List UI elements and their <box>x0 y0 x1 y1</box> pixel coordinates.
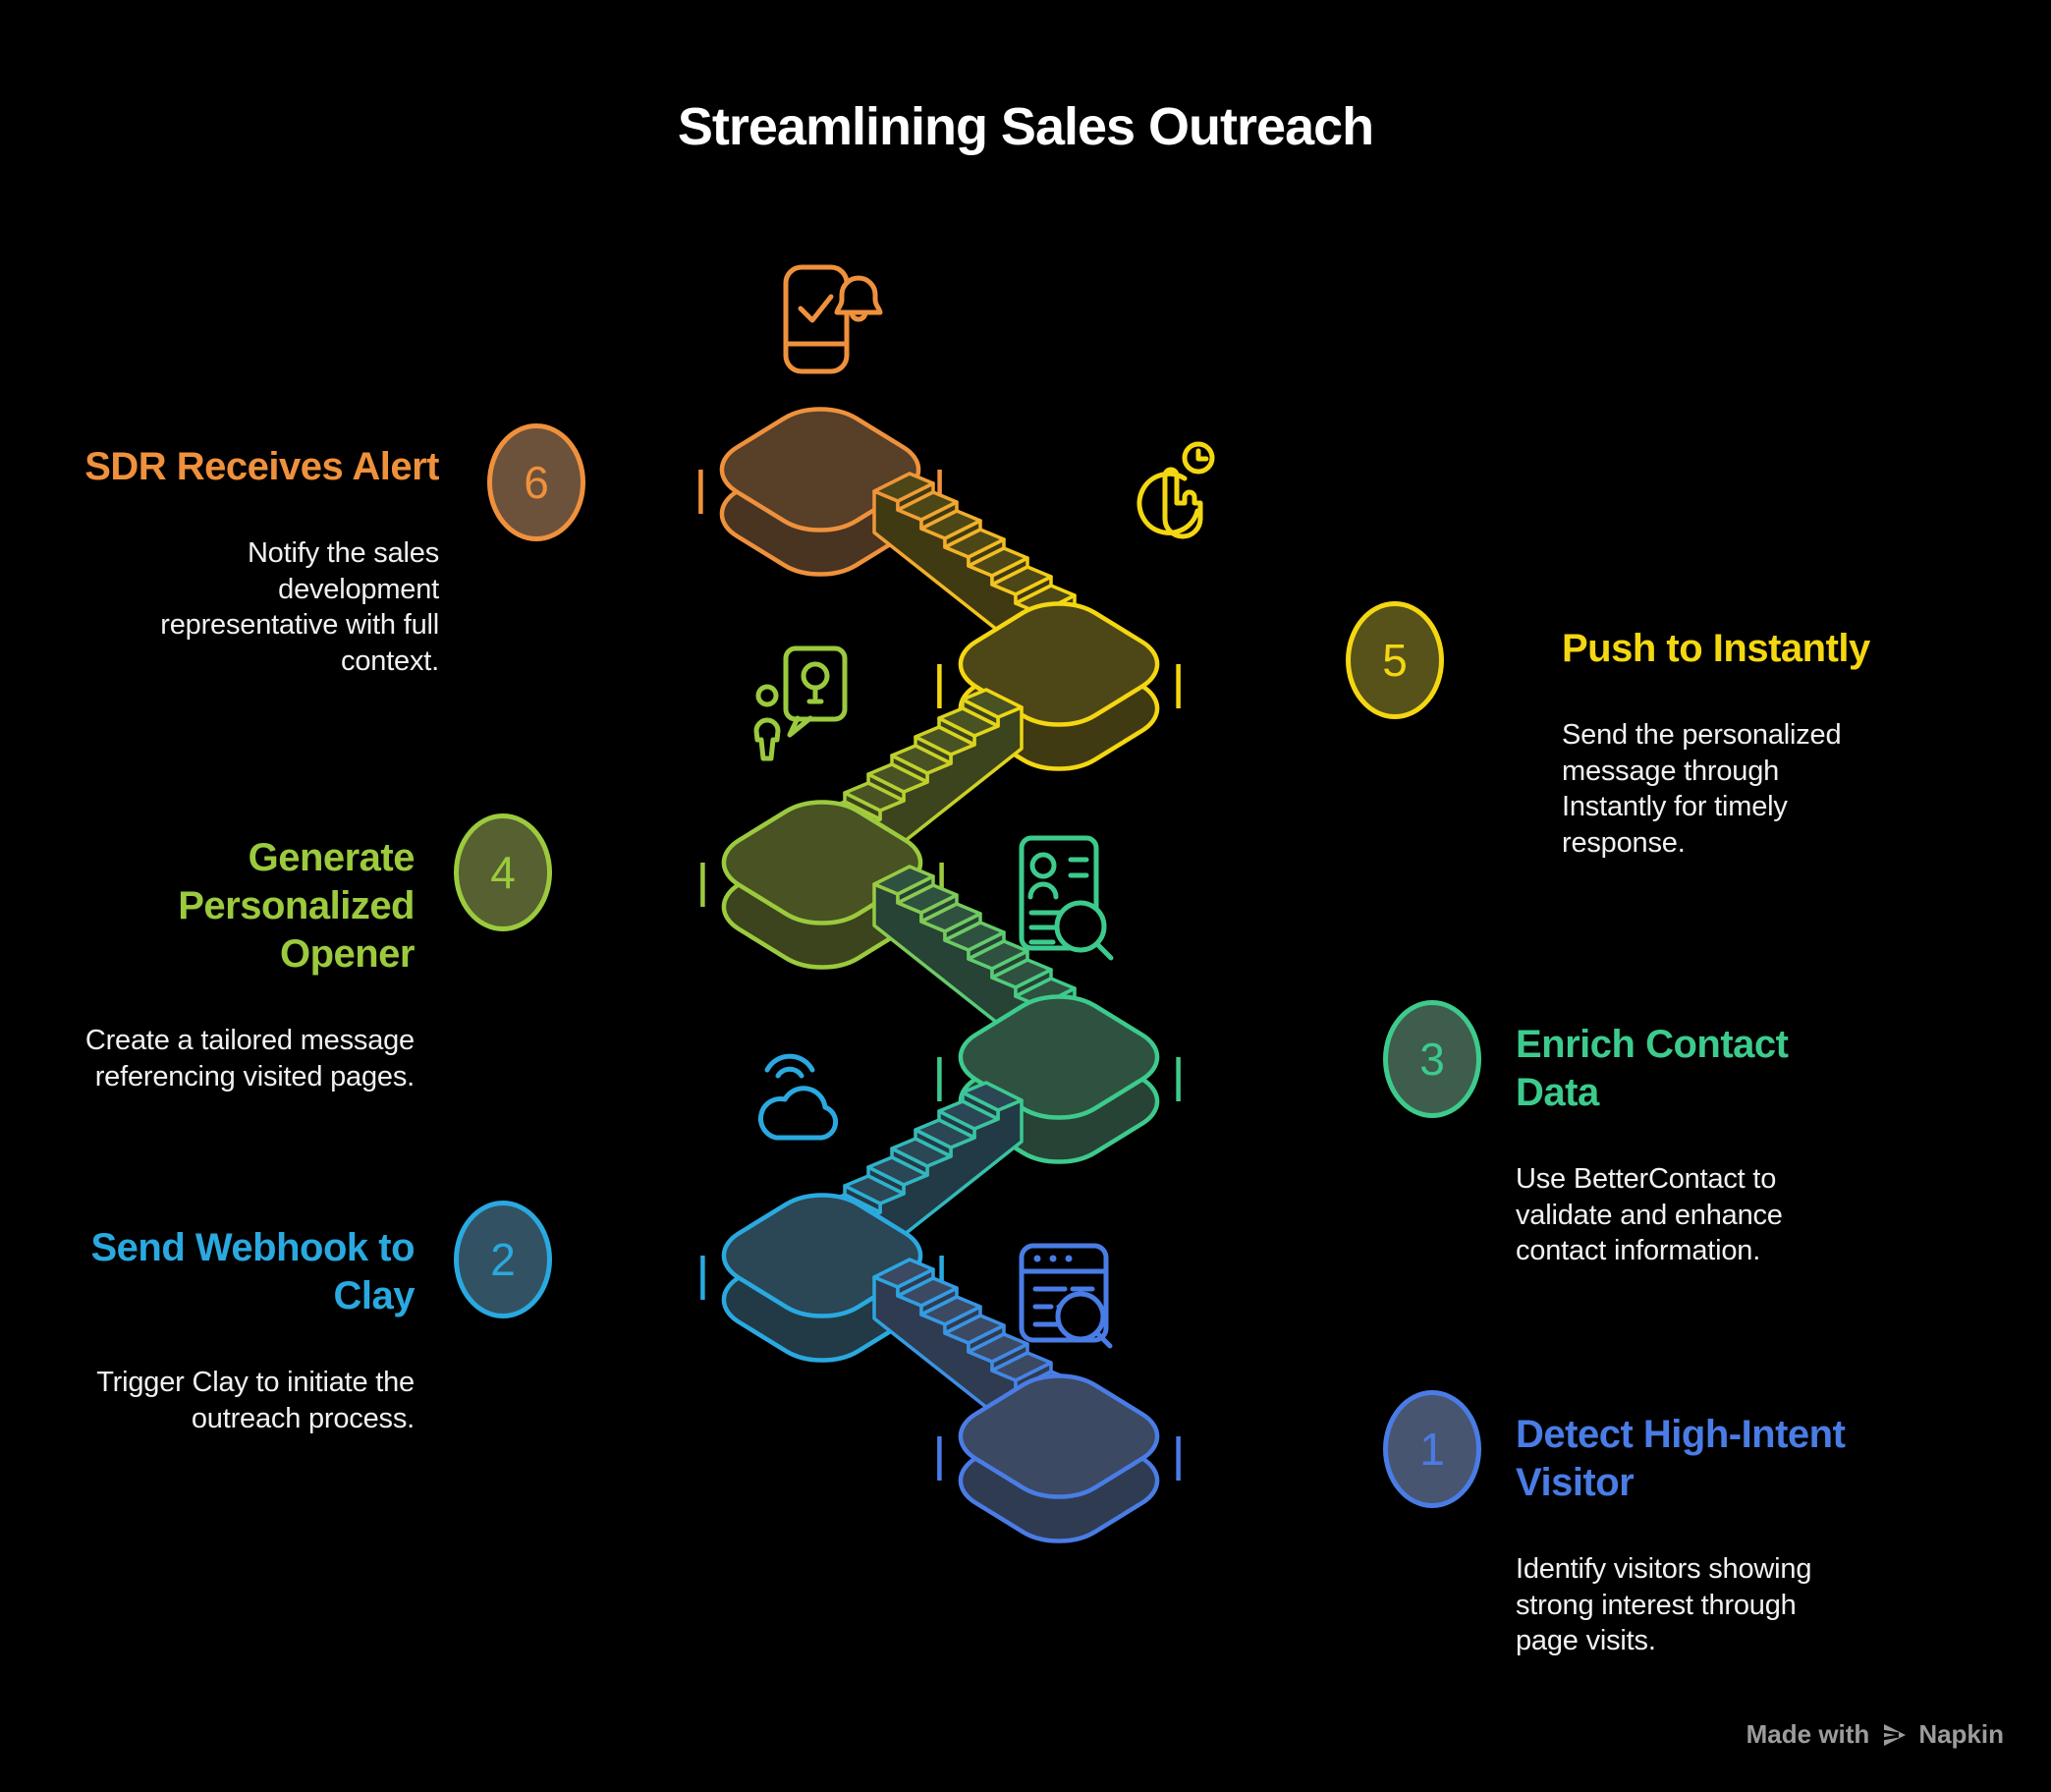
step-3-badge: 3 <box>1383 1000 1481 1118</box>
step-6-title: SDR Receives Alert <box>84 445 439 488</box>
step-6-text: SDR Receives Alert Notify the sales deve… <box>84 425 439 697</box>
step-6-description: Notify the sales development representat… <box>160 537 439 677</box>
step-5-description: Send the personalized message through In… <box>1562 719 1842 859</box>
step-3-text: Enrich Contact Data Use BetterContact to… <box>1516 1003 1789 1287</box>
made-with-label: Made with <box>1746 1719 1870 1749</box>
stairs-6-to-5 <box>872 472 1077 665</box>
step-3-title: Enrich Contact Data <box>1516 1023 1789 1114</box>
step-2-text: Send Webhook to Clay Trigger Clay to ini… <box>90 1206 415 1454</box>
step-2-badge: 2 <box>454 1201 552 1318</box>
contact-card-search-icon <box>1019 835 1114 961</box>
phone-bell-icon <box>783 264 883 374</box>
napkin-brand-label: Napkin <box>1918 1719 2004 1749</box>
step-1-title: Detect High-Intent Visitor <box>1516 1413 1846 1504</box>
browser-search-icon <box>1019 1243 1113 1349</box>
napkin-logo-icon <box>1882 1723 1907 1746</box>
step-5-text: Push to Instantly Send the personalized … <box>1562 607 1870 878</box>
step-4-title: Generate Personalized Opener <box>178 836 415 976</box>
made-with-napkin: Made with Napkin <box>1746 1719 2004 1750</box>
stairs-4-to-3 <box>872 865 1077 1058</box>
step-1-text: Detect High-Intent Visitor Identify visi… <box>1516 1393 1846 1677</box>
step-2-number: 2 <box>490 1234 516 1285</box>
step-2-title: Send Webhook to Clay <box>90 1226 415 1317</box>
step-6-badge: 6 <box>487 423 585 541</box>
step-1-description: Identify visitors showing strong interes… <box>1516 1553 1812 1656</box>
step-6-number: 6 <box>524 457 549 508</box>
step-4-text: Generate Personalized Opener Create a ta… <box>84 816 416 1112</box>
step-1-badge: 1 <box>1383 1390 1481 1508</box>
tap-clock-icon <box>1136 441 1215 539</box>
platform-step-4 <box>700 789 944 980</box>
page-title: Streamlining Sales Outreach <box>677 97 1374 156</box>
step-4-badge: 4 <box>454 813 552 931</box>
step-5-number: 5 <box>1382 635 1408 686</box>
platform-step-6 <box>698 396 942 588</box>
step-4-description: Create a tailored message referencing vi… <box>84 1025 415 1092</box>
step-1-number: 1 <box>1419 1424 1445 1475</box>
platform-step-1 <box>937 1363 1181 1554</box>
step-3-description: Use BetterContact to validate and enhanc… <box>1516 1163 1783 1266</box>
step-5-title: Push to Instantly <box>1562 627 1870 670</box>
platform-step-2 <box>700 1182 944 1373</box>
step-5-badge: 5 <box>1346 601 1444 719</box>
step-3-number: 3 <box>1419 1034 1445 1085</box>
person-idea-icon <box>753 645 848 761</box>
cloud-signal-icon <box>758 1053 839 1141</box>
step-4-number: 4 <box>490 847 516 898</box>
step-2-description: Trigger Clay to initiate the outreach pr… <box>96 1367 415 1434</box>
